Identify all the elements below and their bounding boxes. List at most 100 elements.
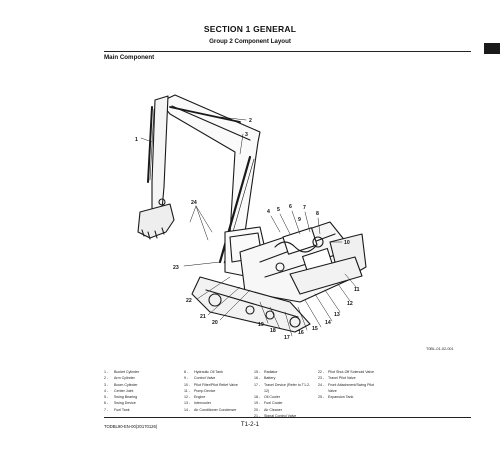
legend-item: Valve bbox=[318, 388, 374, 394]
legend-item-number: 2 - bbox=[104, 376, 109, 381]
legend-item: 12) bbox=[254, 388, 310, 394]
legend-item: 20 -Air Cleaner bbox=[254, 407, 310, 413]
legend-item: 18 -Oil Cooler bbox=[254, 394, 310, 400]
callout-11: 11 bbox=[354, 287, 360, 293]
legend-item-number: 10 - bbox=[184, 382, 191, 387]
legend-item: 13 -Intercooler bbox=[184, 400, 238, 406]
legend-item: 9 - Control Valve bbox=[184, 375, 238, 381]
callout-15: 15 bbox=[312, 326, 318, 332]
legend-item-label: Bucket Cylinder bbox=[114, 370, 140, 374]
legend-item-number: 18 - bbox=[254, 395, 261, 400]
legend-item: 17 -Travel Device (Refer to T1-2- bbox=[254, 382, 310, 388]
legend-item: 21 -Signal Control Valve bbox=[254, 413, 310, 419]
legend-item-label: Expansion Tank bbox=[328, 395, 354, 400]
excavator-illustration: 1 2 3 4 5 6 7 8 9 10 11 12 13 14 15 16 1… bbox=[135, 94, 367, 341]
legend-item: 12 -Engine bbox=[184, 394, 238, 400]
legend-item-label: Travel Device (Refer to T1-2- bbox=[264, 382, 311, 387]
callout-21: 21 bbox=[200, 314, 206, 320]
legend-item-label: Engine bbox=[194, 395, 206, 400]
legend-item: 23 -Travel Pilot Valve bbox=[318, 375, 374, 381]
legend-item: 2 - Arm Cylinder bbox=[104, 375, 139, 381]
callout-16: 16 bbox=[298, 330, 304, 336]
callout-17: 17 bbox=[284, 335, 290, 341]
callout-4: 4 bbox=[267, 209, 270, 215]
legend-item-label: Signal Control Valve bbox=[264, 414, 297, 419]
legend-item-label: Swing Device bbox=[114, 401, 136, 406]
legend-item-label: Valve bbox=[328, 388, 337, 393]
legend-item-label: Front Attachment/Swing Pilot bbox=[328, 382, 375, 387]
legend-item-label: Swing Bearing bbox=[114, 395, 138, 400]
legend-item: 3 -Boom Cylinder bbox=[104, 382, 139, 388]
callout-12: 12 bbox=[347, 301, 353, 307]
legend-item: 6 - Swing Device bbox=[104, 400, 139, 406]
legend-item-number: 19 - bbox=[254, 401, 261, 406]
legend-item-number: 20 - bbox=[254, 407, 261, 412]
callout-22: 22 bbox=[186, 298, 192, 304]
callout-2: 2 bbox=[249, 118, 252, 124]
callout-18: 18 bbox=[270, 328, 276, 334]
legend-item-number: 21 - bbox=[254, 414, 261, 419]
legend-item-label: Fuel Cooler bbox=[264, 401, 283, 406]
legend-item-number: 13 - bbox=[184, 401, 191, 406]
legend-item-label: Radiator bbox=[264, 370, 278, 374]
legend-item-label: Pump Device bbox=[194, 388, 216, 393]
callout-9: 9 bbox=[298, 217, 301, 223]
legend-item-label: Pilot Filter/Pilot Relief Valve bbox=[194, 382, 238, 387]
callout-7: 7 bbox=[303, 205, 306, 211]
legend-item: 15 -Radiator bbox=[254, 369, 310, 375]
legend-item: 22 -Pilot Shut-Off Solenoid Valve bbox=[318, 369, 374, 375]
legend-item-label: Travel Pilot Valve bbox=[328, 376, 356, 381]
legend-item: 16 -Battery bbox=[254, 375, 310, 381]
legend-item-number: 15 - bbox=[254, 370, 261, 374]
legend-item: 1 - Bucket Cylinder bbox=[104, 369, 139, 375]
legend-item-number: 6 - bbox=[104, 401, 109, 406]
legend-item-number: 17 - bbox=[254, 382, 261, 387]
legend-item-number: 12 - bbox=[184, 395, 191, 400]
legend-item-label: Control Valve bbox=[194, 376, 216, 381]
callout-5: 5 bbox=[277, 207, 280, 213]
legend-item-label: Intercooler bbox=[194, 401, 211, 406]
legend-item: 14 -Air Conditioner Condenser bbox=[184, 407, 238, 413]
legend-item-number: 7 - bbox=[104, 407, 109, 412]
figure-id: T0BL-01-02-001 bbox=[426, 347, 454, 351]
legend-item-label: Center Joint bbox=[114, 388, 134, 393]
legend-item-number: 24 - bbox=[318, 382, 325, 387]
legend-item-number: 5 - bbox=[104, 395, 109, 400]
legend-item-number: 9 - bbox=[184, 376, 189, 381]
legend-item-number: 3 - bbox=[104, 382, 109, 387]
legend-item-label: Arm Cylinder bbox=[114, 376, 135, 381]
legend-item-label: Air Conditioner Condenser bbox=[194, 407, 237, 412]
callout-1: 1 bbox=[135, 137, 138, 143]
legend-item: 7 - Fuel Tank bbox=[104, 407, 139, 413]
header-rule bbox=[104, 51, 471, 52]
legend-item-number: 14 - bbox=[184, 407, 191, 412]
legend-item-number: 1 - bbox=[104, 370, 109, 374]
legend-item-number: 11 - bbox=[184, 388, 190, 393]
legend-item-label: Oil Cooler bbox=[264, 395, 280, 400]
legend-item: 8 - Hydraulic Oil Tank bbox=[184, 369, 238, 375]
callout-23: 23 bbox=[173, 265, 179, 271]
legend-item-label: 12) bbox=[264, 388, 270, 393]
group-title: Group 2 Component Layout bbox=[209, 38, 291, 45]
legend-item-number: 23 - bbox=[318, 376, 325, 381]
callout-19: 19 bbox=[258, 322, 264, 328]
legend-item: 10 -Pilot Filter/Pilot Relief Valve bbox=[184, 382, 238, 388]
callout-24: 24 bbox=[191, 200, 197, 206]
legend-item-label: Fuel Tank bbox=[114, 407, 130, 412]
footer-rule bbox=[104, 417, 471, 418]
callout-14: 14 bbox=[325, 320, 331, 326]
legend-item-label: Hydraulic Oil Tank bbox=[194, 370, 223, 374]
legend-item-number: 25 - bbox=[318, 395, 325, 400]
page-number: T1-2-1 bbox=[240, 421, 260, 428]
legend-item-label: Air Cleaner bbox=[264, 407, 282, 412]
callout-20: 20 bbox=[212, 320, 218, 326]
legend-item-label: Pilot Shut-Off Solenoid Valve bbox=[328, 370, 375, 374]
legend-item: 24 -Front Attachment/Swing Pilot bbox=[318, 382, 374, 388]
callout-13: 13 bbox=[334, 312, 340, 318]
section-title: SECTION 1 GENERAL bbox=[203, 24, 297, 34]
legend-item-number: 8 - bbox=[184, 370, 189, 374]
